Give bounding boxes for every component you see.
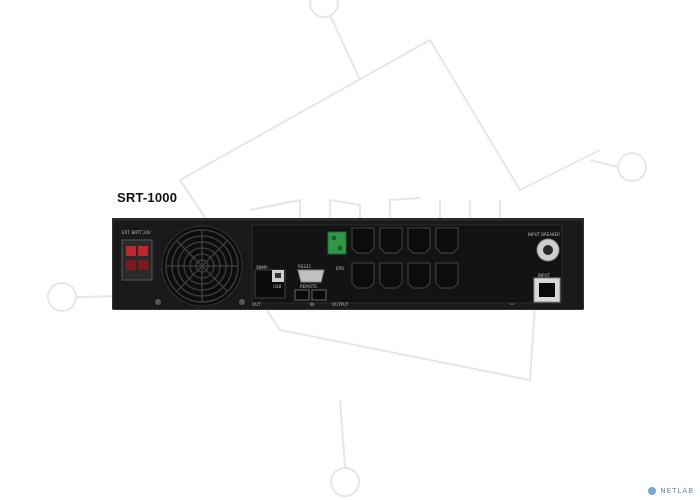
netlab-logo-text: NETLAB [660, 487, 694, 495]
ext-batt-label: EXT. BATT 24V [122, 230, 151, 235]
usb-label: USB [273, 284, 282, 289]
remote-label: REMOTE [300, 284, 317, 289]
rs232-label: RS232 [298, 264, 311, 269]
snmp-label: SNMP [256, 265, 268, 270]
model-label: SRT-1000 [117, 190, 178, 205]
battery-terminal-icon [126, 246, 136, 256]
input-label: INPUT [538, 273, 550, 278]
fan-grille [161, 225, 243, 307]
output-label: OUTPUT [332, 302, 349, 307]
in-label: IN [310, 302, 315, 307]
out-label: OUT [252, 302, 261, 307]
netlab-logo: NETLAB [647, 486, 694, 496]
epo-label: EPO [336, 266, 345, 271]
breaker-label: INPUT BREAKER [528, 232, 560, 237]
ups-rear-panel: EXT. BATT 24V SNMP USB RS232 REMOTE EPO … [112, 218, 584, 310]
netlab-logo-icon [648, 487, 657, 495]
